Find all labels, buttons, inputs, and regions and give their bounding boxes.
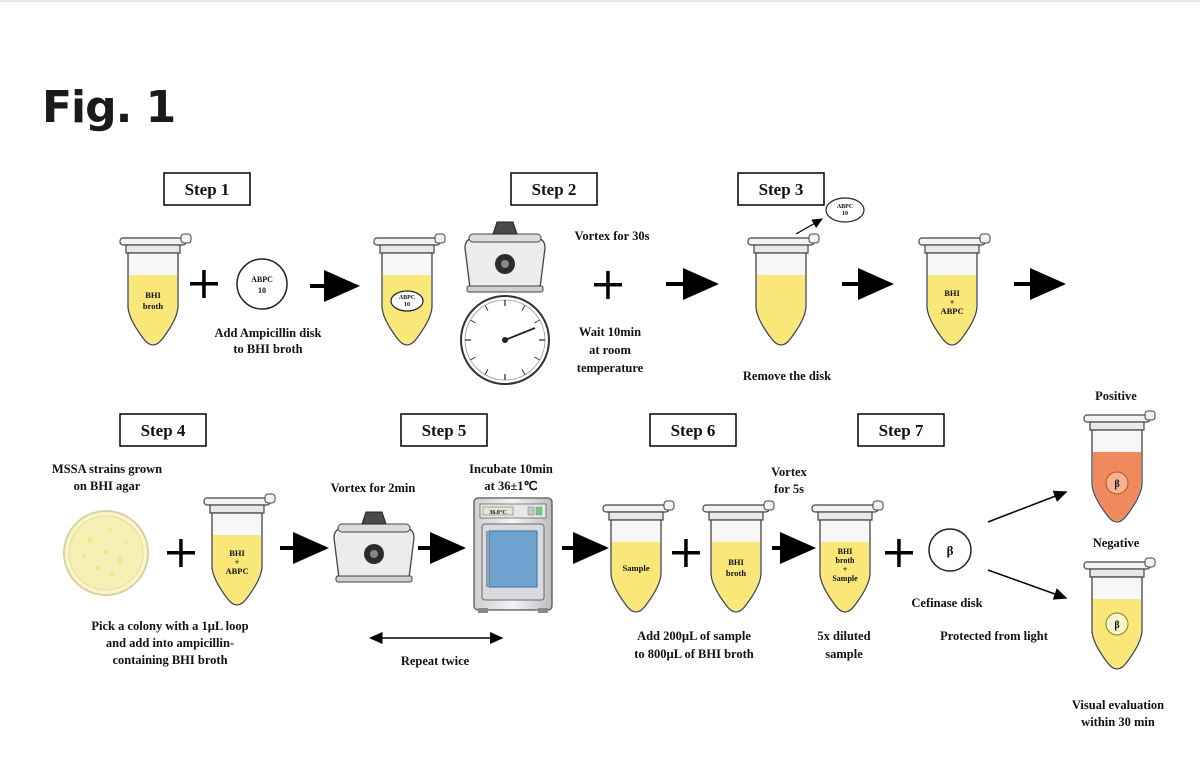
caption-visual-2: within 30 min <box>1081 715 1155 729</box>
step-4-label: Step 4 <box>141 421 186 440</box>
caption-pick-3: containing BHI broth <box>112 653 227 667</box>
step-5-box: Step 5 <box>400 413 488 447</box>
step-5-label: Step 5 <box>422 421 467 440</box>
step-2-label: Step 2 <box>532 180 577 199</box>
step-7-label: Step 7 <box>879 421 924 440</box>
caption-protected: Protected from light <box>940 629 1049 643</box>
plus-icon <box>190 270 218 298</box>
incubator-display: 36.0°C <box>489 509 506 516</box>
tube-label-line3: + <box>843 565 848 574</box>
caption-vortex-2min: Vortex for 2min <box>331 481 416 495</box>
step-7-box: Step 7 <box>857 413 945 447</box>
tube-bhi-abpc-row2: BHI + ABPC <box>203 493 276 606</box>
caption-vortex-5s-2: for 5s <box>774 482 804 496</box>
caption-incubate-1: Incubate 10min <box>469 462 553 476</box>
top-border <box>0 0 1200 2</box>
tube-negative: β <box>1083 557 1156 670</box>
plus-icon <box>594 271 622 299</box>
incubator-icon: 36.0°C <box>473 497 553 613</box>
caption-repeat: Repeat twice <box>401 654 470 668</box>
vortex-mixer-icon <box>333 511 415 583</box>
tube-label-line4: Sample <box>832 574 858 583</box>
figure-title: Fig. 1 <box>42 82 176 133</box>
removed-disk-icon: ABPC 10 <box>825 197 865 223</box>
caption-cefinase: Cefinase disk <box>911 596 982 610</box>
disk-label-line1: ABPC <box>251 275 273 284</box>
tube-label-line2: broth <box>143 301 163 311</box>
tube-label-line1: BHI <box>728 557 744 567</box>
plus-icon <box>672 539 700 567</box>
caption-add-disk-1: Add Ampicillin disk <box>215 326 322 340</box>
label-negative: Negative <box>1093 536 1140 550</box>
plus-icon <box>885 539 913 567</box>
negative-beta-symbol: β <box>1114 620 1119 631</box>
disk-in-tube-line2: 10 <box>404 302 410 308</box>
caption-diluted-1: 5x diluted <box>817 629 870 643</box>
disk-label-line2: 10 <box>258 286 266 295</box>
tube-bhi-abpc: BHI + ABPC <box>918 233 991 346</box>
step-1-box: Step 1 <box>163 172 251 206</box>
caption-pick-2: and add into ampicillin- <box>106 636 234 650</box>
caption-pick-1: Pick a colony with a 1µL loop <box>91 619 248 633</box>
caption-mssa-1: MSSA strains grown <box>52 462 162 476</box>
cefinase-disk-icon: β <box>928 528 972 572</box>
tube-label-line2: + <box>235 557 240 567</box>
tube-label-line1: BHI <box>145 290 161 300</box>
tube-label-line1: BHI <box>944 288 960 298</box>
tube-sample: Sample <box>602 500 675 613</box>
vortex-mixer-icon <box>464 221 546 293</box>
plus-icon <box>167 539 195 567</box>
agar-plate-icon <box>63 510 149 596</box>
abpc-disk: ABPC 10 <box>236 258 288 310</box>
arrow-to-negative-icon <box>987 569 1068 600</box>
tube-label-line1: BHI <box>838 547 853 556</box>
step-6-box: Step 6 <box>649 413 737 447</box>
tube-label-line3: ABPC <box>225 566 248 576</box>
label-positive: Positive <box>1095 389 1137 403</box>
tube-label-line1: BHI <box>229 548 245 558</box>
step-3-label: Step 3 <box>759 180 804 199</box>
caption-visual-1: Visual evaluation <box>1072 698 1164 712</box>
removed-disk-line2: 10 <box>842 211 848 217</box>
tube-label-line2: + <box>950 297 955 307</box>
caption-wait-1: Wait 10min <box>579 325 641 339</box>
caption-wait-3: temperature <box>577 361 644 375</box>
tube-label-line2: broth <box>726 568 746 578</box>
caption-add200-2: to 800µL of BHI broth <box>634 647 754 661</box>
step-1-label: Step 1 <box>185 180 230 199</box>
tube-diluted-sample: BHI broth + Sample <box>811 500 884 613</box>
tube-with-disk: ABPC 10 <box>373 233 446 346</box>
timer-icon <box>460 295 550 385</box>
caption-incubate-2: at 36±1℃ <box>484 479 537 493</box>
disk-in-tube-line1: ABPC <box>399 295 415 301</box>
caption-remove-disk: Remove the disk <box>743 369 831 383</box>
caption-diluted-2: sample <box>825 647 863 661</box>
caption-mssa-2: on BHI agar <box>74 479 141 493</box>
caption-vortex-5s-1: Vortex <box>771 465 807 479</box>
removed-disk-line1: ABPC <box>837 204 853 210</box>
caption-add200-1: Add 200µL of sample <box>637 629 751 643</box>
tube-label-line3: ABPC <box>940 306 963 316</box>
step-3-box: Step 3 <box>737 172 825 206</box>
positive-beta-symbol: β <box>1114 479 1119 490</box>
tube-label-line2: broth <box>836 556 856 565</box>
remove-arrow-icon <box>795 218 824 235</box>
caption-wait-2: at room <box>589 343 631 357</box>
caption-add-disk-2: to BHI broth <box>233 342 302 356</box>
step-6-label: Step 6 <box>671 421 716 440</box>
arrow-to-positive-icon <box>987 490 1068 523</box>
step-4-box: Step 4 <box>119 413 207 447</box>
tube-disk-removed <box>747 233 820 346</box>
cefinase-beta-symbol: β <box>947 543 954 558</box>
step-2-box: Step 2 <box>510 172 598 206</box>
tube-label-sample: Sample <box>623 563 650 573</box>
tube-bhi-broth: BHI broth <box>119 233 192 346</box>
tube-bhi-broth-row2: BHI broth <box>702 500 775 613</box>
tube-positive: β <box>1083 410 1156 523</box>
caption-vortex-30s: Vortex for 30s <box>575 229 650 243</box>
